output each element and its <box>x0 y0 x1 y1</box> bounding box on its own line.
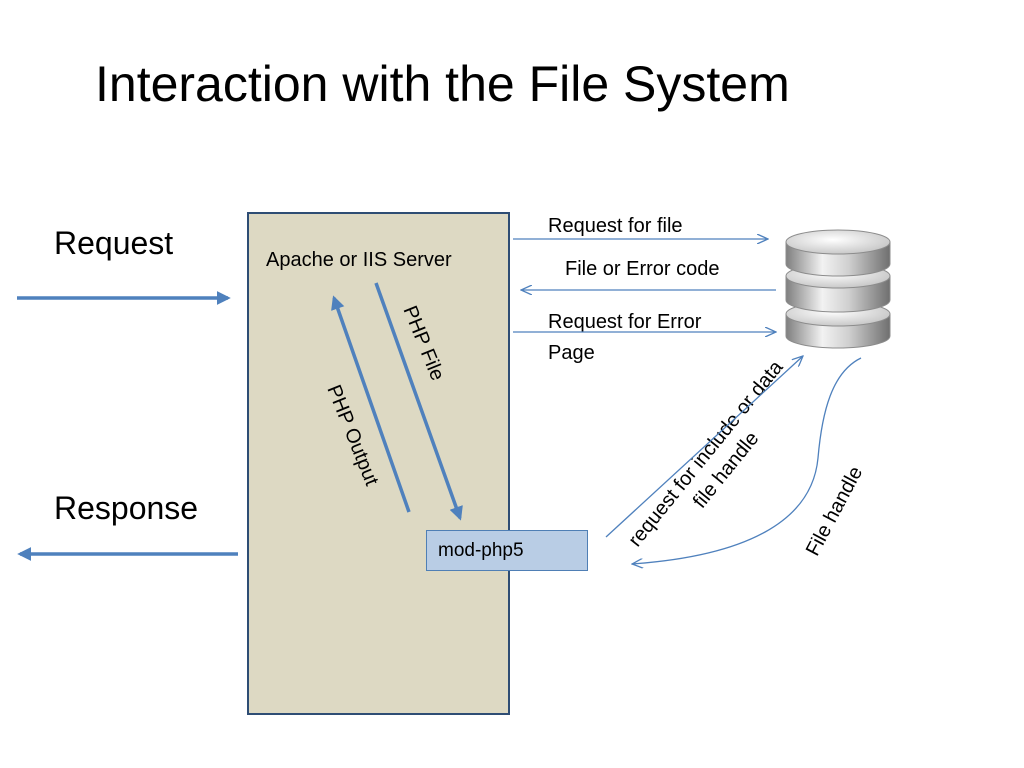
server-box <box>247 212 510 715</box>
mod-php5-label: mod-php5 <box>438 540 524 561</box>
file-handle-arrow <box>632 357 862 564</box>
mod-php5-box: mod-php5 <box>426 530 588 571</box>
php-file-arrow <box>374 282 463 521</box>
slide-title: Interaction with the File System <box>95 56 790 112</box>
database-icon <box>785 229 891 349</box>
database-disk-top <box>785 229 891 277</box>
request-for-file-label: Request for file <box>548 215 683 237</box>
file-or-error-label: File or Error code <box>565 258 720 280</box>
server-label: Apache or IIS Server <box>266 249 452 271</box>
request-label: Request <box>54 225 174 261</box>
request-error-page-label: Request for Error Page <box>548 311 702 364</box>
response-label: Response <box>54 490 199 526</box>
php-output-arrow <box>331 295 411 513</box>
include-request-arrow <box>605 356 803 538</box>
